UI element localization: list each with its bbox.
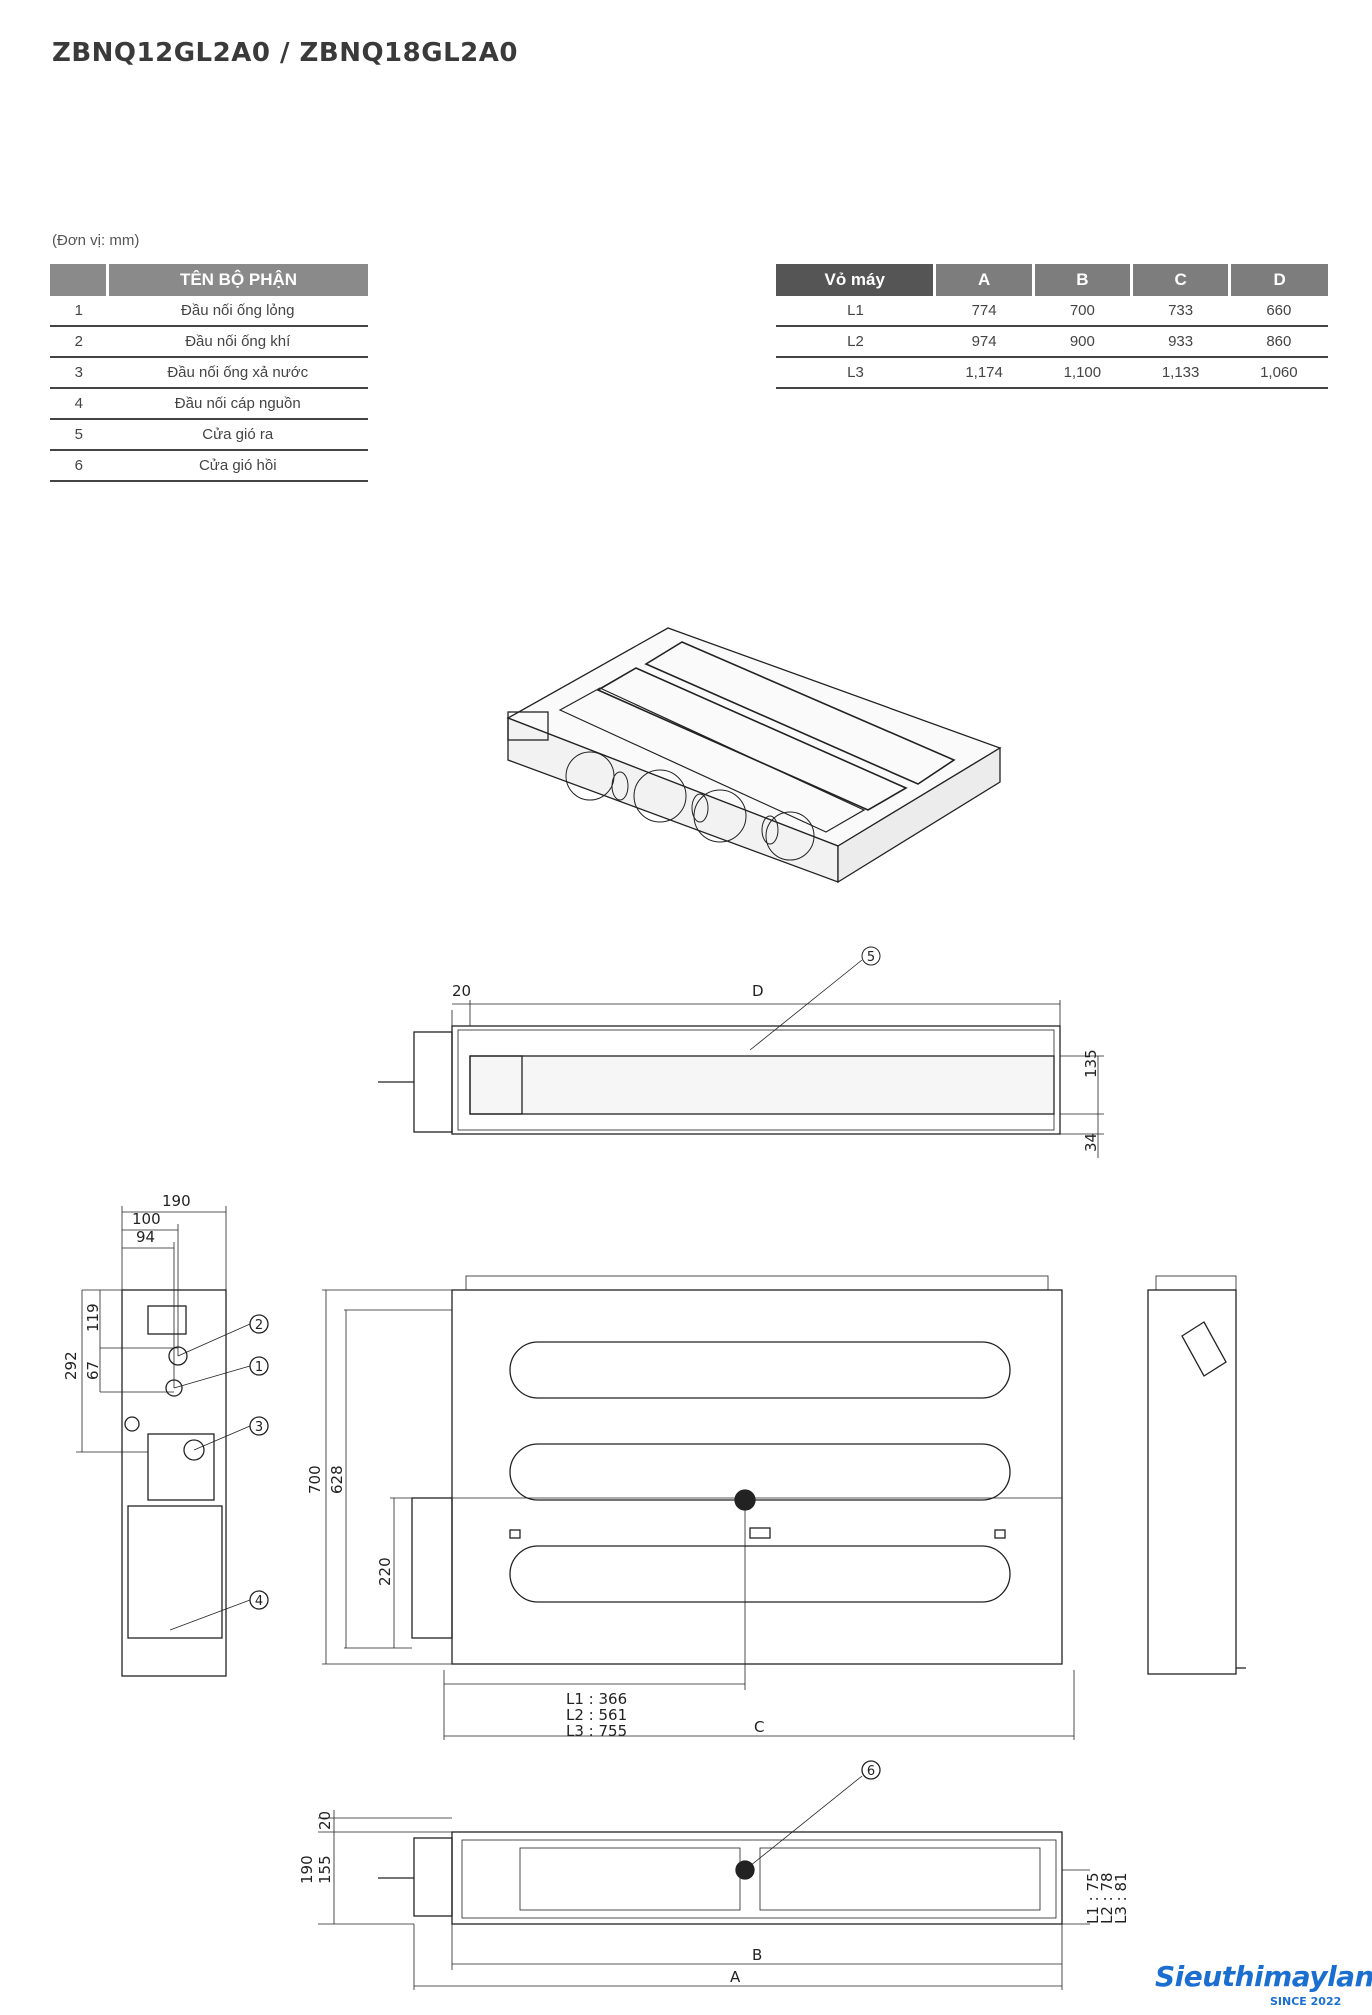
dim-header-a: A bbox=[933, 264, 1034, 296]
dim-cell: 974 bbox=[934, 326, 1034, 358]
dim-label: 34 bbox=[1082, 1133, 1100, 1152]
dim-label: L1 : 366 bbox=[566, 1690, 627, 1708]
part-no: 5 bbox=[50, 419, 108, 451]
part-no: 6 bbox=[50, 450, 108, 482]
bottom-view bbox=[318, 1760, 1090, 1990]
dim-cell: 1,174 bbox=[934, 357, 1034, 389]
brand-logo: Sieuthimaylanh SINCE 2022 bbox=[1155, 1960, 1372, 2008]
unit-note: (Đơn vị: mm) bbox=[52, 232, 140, 249]
dim-cell: 1,060 bbox=[1229, 357, 1328, 389]
part-no: 4 bbox=[50, 388, 108, 420]
page-title: ZBNQ12GL2A0 / ZBNQ18GL2A0 bbox=[52, 38, 518, 68]
left-side-view bbox=[76, 1206, 269, 1677]
dim-label: 190 bbox=[162, 1192, 191, 1210]
table-row: L2 974 900 933 860 bbox=[776, 326, 1328, 358]
callout-label: 3 bbox=[255, 1420, 263, 1435]
table-row: L3 1,174 1,100 1,133 1,060 bbox=[776, 357, 1328, 389]
table-row: L1 774 700 733 660 bbox=[776, 296, 1328, 327]
dim-cell: 933 bbox=[1131, 326, 1230, 358]
dim-label: D bbox=[752, 982, 764, 1000]
dim-label: L3 : 755 bbox=[566, 1722, 627, 1740]
front-view bbox=[378, 946, 1104, 1158]
dim-label: 135 bbox=[1082, 1049, 1100, 1078]
plan-view bbox=[322, 1275, 1075, 1740]
dim-cell: 700 bbox=[1033, 296, 1132, 327]
dim-label: B bbox=[752, 1946, 762, 1964]
callout-label: 4 bbox=[255, 1594, 263, 1609]
dim-label: 100 bbox=[132, 1210, 161, 1228]
dim-label: 155 bbox=[316, 1855, 334, 1884]
dim-cell: L3 bbox=[776, 357, 935, 389]
part-name: Đầu nối cáp nguồn bbox=[107, 388, 368, 420]
dim-label: C bbox=[754, 1718, 764, 1736]
parts-header-no bbox=[50, 264, 108, 296]
dim-header-case: Vỏ máy bbox=[776, 264, 935, 296]
part-name: Đầu nối ống xả nước bbox=[107, 357, 368, 389]
dim-label: 292 bbox=[62, 1351, 80, 1380]
part-name: Cửa gió hồi bbox=[107, 450, 368, 482]
dim-cell: 660 bbox=[1229, 296, 1328, 327]
dim-label: 20 bbox=[316, 1811, 334, 1830]
dim-header-d: D bbox=[1228, 264, 1328, 296]
part-name: Cửa gió ra bbox=[107, 419, 368, 451]
part-no: 1 bbox=[50, 296, 108, 327]
dim-label: L3 : 81 bbox=[1112, 1872, 1130, 1924]
right-side-view bbox=[1147, 1275, 1246, 1675]
dim-label: L2 : 561 bbox=[566, 1706, 627, 1724]
dim-cell: L2 bbox=[776, 326, 935, 358]
dimension-table: Vỏ máy A B C D L1 774 700 733 660 L2 974… bbox=[776, 264, 1328, 389]
dim-label: L1 : 75 bbox=[1084, 1872, 1102, 1924]
dim-label: 628 bbox=[328, 1465, 346, 1494]
brand-tagline: SINCE 2022 bbox=[1270, 1995, 1342, 2008]
part-no: 2 bbox=[50, 326, 108, 358]
callout-label: 6 bbox=[867, 1764, 875, 1779]
dim-cell: 1,100 bbox=[1033, 357, 1132, 389]
parts-header-name: TÊN BỘ PHẬN bbox=[106, 264, 368, 296]
dim-header-b: B bbox=[1031, 264, 1132, 296]
brand-name: Sieuthimaylanh bbox=[1155, 1960, 1372, 1993]
part-name: Đầu nối ống khí bbox=[107, 326, 368, 358]
dim-cell: 900 bbox=[1033, 326, 1132, 358]
dim-label: 67 bbox=[84, 1361, 102, 1380]
isometric-unit-view bbox=[506, 627, 1002, 884]
dim-header-c: C bbox=[1129, 264, 1230, 296]
dim-cell: 1,133 bbox=[1131, 357, 1230, 389]
dim-cell: 733 bbox=[1131, 296, 1230, 327]
dim-label: 94 bbox=[136, 1228, 155, 1246]
part-no: 3 bbox=[50, 357, 108, 389]
dim-cell: L1 bbox=[776, 296, 935, 327]
dim-label: 119 bbox=[84, 1303, 102, 1332]
dim-label: 190 bbox=[298, 1855, 316, 1884]
callout-label: 5 bbox=[867, 950, 875, 965]
dim-label: A bbox=[730, 1968, 741, 1986]
dim-label: L2 : 78 bbox=[1098, 1872, 1116, 1924]
dim-cell: 860 bbox=[1229, 326, 1328, 358]
dim-label: 20 bbox=[452, 982, 471, 1000]
callout-label: 2 bbox=[255, 1318, 263, 1333]
dim-label: 220 bbox=[376, 1557, 394, 1586]
dim-cell: 774 bbox=[934, 296, 1034, 327]
callout-label: 1 bbox=[255, 1360, 263, 1375]
part-name: Đầu nối ống lỏng bbox=[107, 296, 368, 327]
dim-label: 700 bbox=[306, 1465, 324, 1494]
